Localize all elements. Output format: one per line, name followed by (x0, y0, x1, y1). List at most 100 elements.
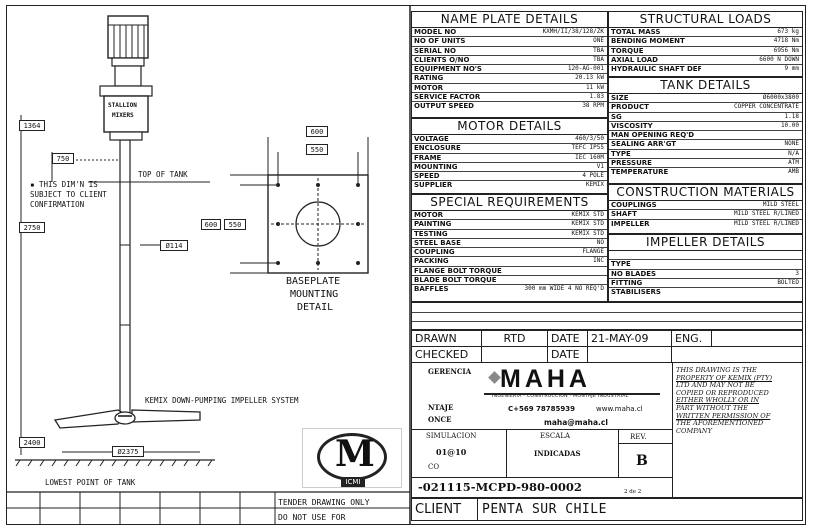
row-label: COUPLING (414, 248, 455, 257)
tank-title: TANK DETAILS (609, 78, 802, 94)
revision-block (411, 302, 803, 330)
row-value (701, 288, 802, 296)
motor-title: MOTOR DETAILS (412, 119, 607, 135)
row-label: BLADE BOLT TORQUE (414, 276, 497, 285)
property-note-9: COMPANY (676, 426, 712, 435)
row-value: MILD STEEL R/LINED (733, 210, 799, 218)
row-value: 4 POLE (582, 172, 604, 180)
row-label: IMPELLER (611, 219, 650, 228)
property-note-8: THE AFOREMENTIONED (676, 419, 764, 428)
row-label: SUPPLIER (414, 181, 453, 190)
row-label: MOTOR (414, 211, 444, 219)
row-label: NO OF UNITS (414, 37, 466, 46)
construction-title: CONSTRUCTION MATERIALS (609, 185, 802, 201)
client-row: CLIENT PENTA SUR CHILE (411, 498, 803, 521)
icmi-logo-m: M (335, 433, 375, 475)
row-value: V1 (596, 162, 604, 170)
row-value: ATM (788, 159, 799, 167)
revision-value: B (636, 453, 648, 469)
property-note-7: WRITTEN PERMISSION OF (676, 411, 771, 420)
row-value: 120-AG-001 (567, 65, 604, 73)
dim-1364: 1364 (19, 120, 45, 131)
row-value: KEMIX STD (571, 229, 604, 237)
impeller-system-label: KEMIX DOWN-PUMPING IMPELLER SYSTEM (145, 396, 299, 405)
row-value: 9 mm (784, 65, 799, 73)
table-row: PACKING INC (412, 257, 607, 267)
row-value: BOLTED (777, 278, 799, 286)
row-value: 1.83 (589, 93, 604, 101)
row-label: TORQUE (611, 46, 644, 55)
row-label: SEALING ARR'GT (611, 140, 677, 149)
row-value (505, 276, 607, 284)
eng-label: ENG. (672, 331, 712, 346)
row-label: VISCOSITY (611, 121, 653, 130)
drawn-row: DRAWN RTD DATE 21-MAY-09 ENG. (411, 330, 803, 347)
row-label: FLANGE BOLT TORQUE (414, 266, 502, 275)
property-note-2: PROPERTY OF KEMIX (PTY) (676, 373, 773, 382)
row-label: TYPE (611, 149, 631, 158)
maha-logo: MAHA (484, 365, 660, 395)
property-note-6: PART WITHOUT THE (676, 404, 748, 412)
row-value: 300 mm WIDE 4 NO REQ'D (524, 285, 604, 293)
row-label: EQUIPMENT NO'S (414, 65, 482, 74)
lowest-point-label: LOWEST POINT OF TANK (45, 478, 136, 487)
row-label: ENCLOSURE (414, 144, 461, 153)
row-value: TBA (593, 46, 604, 54)
table-row: TYPE (609, 260, 802, 270)
row-value: 10.00 (780, 121, 799, 129)
dim-note-line-3: CONFIRMATION (30, 200, 85, 209)
co-label: CO (428, 463, 440, 471)
row-value: FLANGE (582, 248, 604, 256)
dim-shaft-diameter: Ø114 (160, 240, 188, 251)
table-row: BLADE BOLT TORQUE (412, 276, 607, 286)
row-label: COUPLINGS (611, 201, 657, 209)
row-value: NO (596, 238, 604, 246)
row-value: TEFC IP55 (571, 144, 604, 152)
row-label: NO BLADES (611, 269, 657, 278)
row-label: STABILISERS (611, 288, 661, 297)
table-row: STABILISERS (609, 288, 802, 296)
date-label: DATE (548, 331, 588, 346)
drawing-number: -021115-MCPD-980-0002 (418, 480, 582, 494)
row-value: ONE (593, 37, 604, 45)
row-value: COPPER CONCENTRATE (733, 103, 799, 111)
dim-750: 750 (52, 153, 74, 164)
special-title: SPECIAL REQUIREMENTS (412, 195, 607, 211)
row-label: PACKING (414, 257, 449, 266)
icmi-logo: M ICMI (302, 428, 402, 488)
dim-plate-height: 600 (201, 219, 221, 230)
drawn-value: RTD (482, 331, 548, 346)
table-row: COUPLING FLANGE (412, 248, 607, 258)
row-label: BENDING MOMENT (611, 37, 685, 46)
maha-wordmark: MAHA (500, 365, 591, 393)
table-row: MOUNTING V1 (412, 162, 607, 173)
once-label: ONCE (428, 415, 452, 424)
row-value: INC (593, 257, 604, 265)
row-label: TESTING (414, 229, 448, 238)
impeller-title: IMPELLER DETAILS (609, 235, 802, 251)
baseplate-label-3: DETAIL (297, 302, 334, 313)
row-value: KXMH/II/38/128/ZK (542, 28, 604, 35)
row-label: MOUNTING (414, 162, 458, 171)
